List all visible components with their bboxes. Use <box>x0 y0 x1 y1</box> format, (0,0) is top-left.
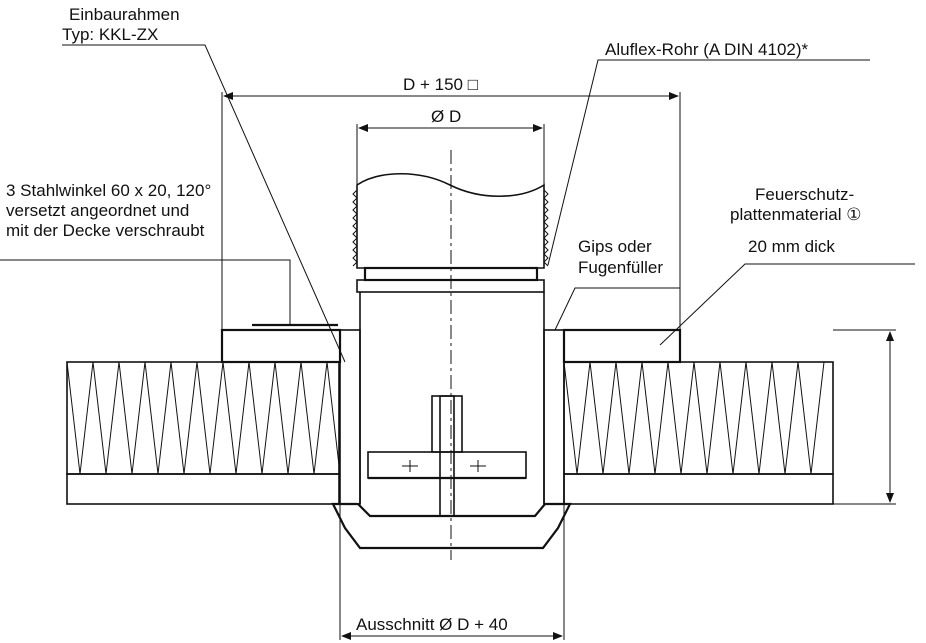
leader-frame <box>62 44 346 363</box>
gypsum-fill-left <box>339 329 361 505</box>
label-angles-3: mit der Decke verschraubt <box>6 221 205 240</box>
insulation-right <box>563 361 834 475</box>
leader-pipe <box>547 59 870 266</box>
label-gypsum-2: Fugenfüller <box>578 258 663 277</box>
label-angles-2: versetzt angeordnet und <box>6 201 189 220</box>
gypsum-fill-right <box>543 329 565 505</box>
label-gypsum-1: Gips oder <box>578 237 652 256</box>
label-pipe: Aluflex-Rohr (A DIN 4102)* <box>605 40 809 59</box>
ceiling-board-right <box>563 473 834 505</box>
label-angles-1: 3 Stahlwinkel 60 x 20, 120° <box>6 181 211 200</box>
label-frame-1: Einbaurahmen <box>69 5 180 24</box>
label-fireboard-1: Feuerschutz- <box>755 185 854 204</box>
label-fireboard-3: 20 mm dick <box>748 237 835 256</box>
insulation-left <box>66 361 341 475</box>
ceiling-board-left <box>66 473 340 505</box>
leader-angles <box>0 259 291 325</box>
label-diameter-dim: Ø D <box>431 107 461 126</box>
valve-body <box>359 292 545 517</box>
label-fireboard-2: plattenmaterial ① <box>730 205 861 224</box>
label-frame-2: Typ: KKL-ZX <box>62 25 158 44</box>
valve-disc <box>331 502 572 550</box>
fireboard-right <box>562 328 682 364</box>
label-cutout: Ausschnitt Ø D + 40 <box>356 615 508 634</box>
label-width-dim: D + 150 □ <box>403 75 478 94</box>
fireboard-left <box>220 328 342 364</box>
leader-gypsum <box>554 287 680 331</box>
leader-fireboard <box>659 263 915 346</box>
